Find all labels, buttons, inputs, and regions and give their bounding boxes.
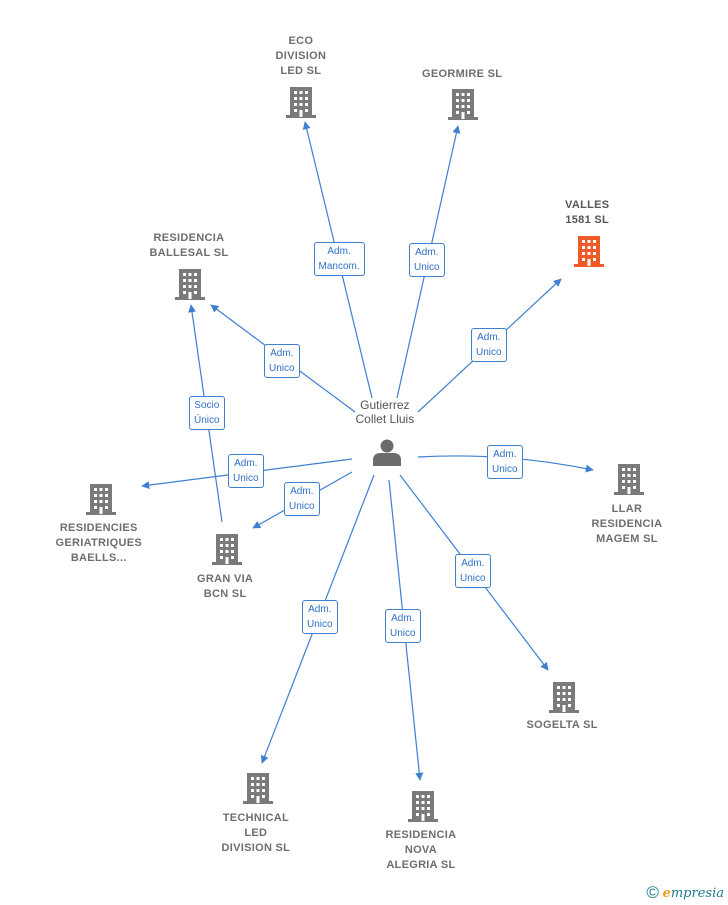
company-name[interactable]: TECHNICAL LED DIVISION SL xyxy=(222,811,291,856)
company-name-line: BALLESAL SL xyxy=(149,247,229,259)
relation-label-line: Adm. xyxy=(327,246,351,257)
relation-label-line: Adm. xyxy=(477,332,501,343)
company-name-line: BCN SL xyxy=(203,588,247,600)
company-name[interactable]: GEORMIRE SL xyxy=(422,67,502,82)
empresia-logo: © empresia xyxy=(646,883,724,903)
company-name-line: DIVISION SL xyxy=(221,842,291,854)
relation-label-line: Unico xyxy=(476,347,502,358)
relation-label[interactable]: Adm. Unico xyxy=(471,328,507,362)
building-icon[interactable] xyxy=(549,682,579,713)
relation-label[interactable]: Adm. Unico xyxy=(385,609,421,643)
company-name[interactable]: ECO DIVISION LED SL xyxy=(276,34,327,79)
company-name[interactable]: RESIDENCIES GERIATRIQUES BAELLS... xyxy=(56,521,143,566)
relation-label-line: Unico xyxy=(390,628,416,639)
relation-label[interactable]: Adm. Unico xyxy=(284,482,320,516)
building-icon[interactable] xyxy=(574,236,604,267)
person-icon[interactable] xyxy=(373,439,401,467)
company-name-line: RESIDENCIES xyxy=(59,522,138,534)
company-name-line: GERIATRIQUES xyxy=(55,537,143,549)
relation-label[interactable]: Adm. Mancom. xyxy=(313,242,365,276)
relation-label[interactable]: Adm. Unico xyxy=(228,454,264,488)
company-name-line: BAELLS... xyxy=(70,552,127,564)
relation-label-line: Adm. xyxy=(290,486,314,497)
building-icon[interactable] xyxy=(86,484,116,515)
company-name-line: NOVA xyxy=(404,844,437,856)
company-name-line: ALEGRIA SL xyxy=(386,859,456,871)
logo-initial: e xyxy=(662,886,671,901)
relation-label-line: Unico xyxy=(233,473,259,484)
relation-label-line: Unico xyxy=(492,464,518,475)
company-name[interactable]: LLAR RESIDENCIA MAGEM SL xyxy=(592,502,663,547)
relation-label-line: Unico xyxy=(307,619,333,630)
relation-label[interactable]: Adm. Unico xyxy=(264,344,300,378)
company-name-line: RESIDENCIA xyxy=(153,232,225,244)
company-name[interactable]: RESIDENCIA BALLESAL SL xyxy=(150,231,229,261)
relation-label-line: Adm. xyxy=(308,604,332,615)
relation-label[interactable]: Adm. Unico xyxy=(455,554,491,588)
building-icon[interactable] xyxy=(175,269,205,300)
building-icon[interactable] xyxy=(243,773,273,804)
person-name-line: Gutierrez xyxy=(360,398,410,412)
company-name-line: DIVISION xyxy=(275,50,327,62)
company-name-line: ECO xyxy=(288,35,314,47)
company-name-line: GEORMIRE SL xyxy=(422,68,503,80)
copyright-symbol: © xyxy=(646,883,659,902)
relation-label-line: Adm. xyxy=(493,449,517,460)
company-name-line: RESIDENCIA xyxy=(385,829,457,841)
company-name-line: LED SL xyxy=(280,65,322,77)
company-name-line: VALLES xyxy=(565,199,610,211)
company-name[interactable]: RESIDENCIA NOVA ALEGRIA SL xyxy=(386,828,457,873)
relation-label-line: Mancom. xyxy=(318,261,360,272)
relation-label-line: Adm. xyxy=(391,613,415,624)
relation-label-line: Unico xyxy=(289,501,315,512)
relation-label-line: Unico xyxy=(269,363,295,374)
relation-label-line: Adm. xyxy=(461,558,485,569)
relation-label[interactable]: Adm. Unico xyxy=(409,243,445,277)
relation-label-line: Unico xyxy=(460,573,486,584)
company-name[interactable]: SOGELTA SL xyxy=(527,718,598,733)
company-name[interactable]: GRAN VIA BCN SL xyxy=(197,572,253,602)
company-name-line: LED xyxy=(244,827,268,839)
logo-text: mpresia xyxy=(670,886,724,901)
company-name-line: LLAR xyxy=(611,503,643,515)
company-name-line: SOGELTA SL xyxy=(526,719,598,731)
relation-label-line: Adm. xyxy=(234,458,258,469)
company-name-line: MAGEM SL xyxy=(596,533,658,545)
company-name-line: TECHNICAL xyxy=(222,812,289,824)
relation-label[interactable]: Adm. Unico xyxy=(487,445,523,479)
building-icon[interactable] xyxy=(408,791,438,822)
relation-label-line: Adm. xyxy=(415,247,439,258)
relation-label-line: Adm. xyxy=(270,348,294,359)
building-icon[interactable] xyxy=(286,87,316,118)
person-name-line: Collet Lluis xyxy=(355,412,415,426)
relation-label-line: Único xyxy=(194,415,220,426)
company-name[interactable]: VALLES 1581 SL xyxy=(565,198,609,228)
building-icon[interactable] xyxy=(448,89,478,120)
building-icon[interactable] xyxy=(614,464,644,495)
company-name-line: 1581 SL xyxy=(565,214,610,226)
company-name-line: GRAN VIA xyxy=(197,573,254,585)
relation-label-line: Unico xyxy=(414,262,440,273)
building-icon[interactable] xyxy=(212,534,242,565)
relation-label-line: Socio xyxy=(194,400,220,411)
company-name-line: RESIDENCIA xyxy=(591,518,663,530)
relation-label[interactable]: Adm. Unico xyxy=(302,600,338,634)
